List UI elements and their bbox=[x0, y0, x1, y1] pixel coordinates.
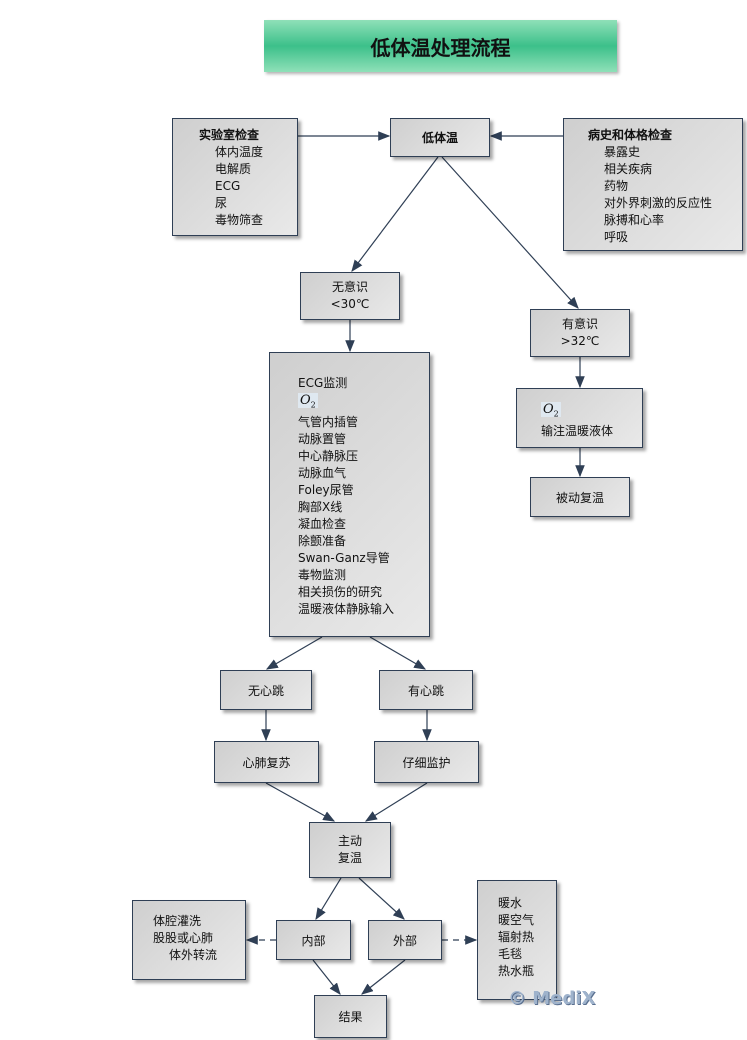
care-item: 中心静脉压 bbox=[298, 448, 359, 463]
no-heartbeat-box: 无心跳 bbox=[220, 670, 312, 710]
history-item: 相关疾病 bbox=[604, 162, 653, 176]
care-item: Foley尿管 bbox=[298, 482, 354, 497]
unconscious-temp: <30℃ bbox=[330, 297, 370, 311]
lab-item: ECG bbox=[215, 179, 241, 193]
lab-item: 电解质 bbox=[215, 162, 252, 176]
arrow-cpr-active bbox=[265, 782, 336, 822]
care-item: 相关损伤的研究 bbox=[298, 584, 383, 599]
oxygen-icon: O2 bbox=[298, 393, 318, 410]
page-title: 低体温处理流程 bbox=[264, 20, 617, 72]
arrow-monitor-active bbox=[364, 782, 428, 822]
care-item: 动脉置管 bbox=[298, 431, 347, 446]
conscious-label: 有意识 bbox=[561, 317, 598, 331]
history-item: 脉搏和心率 bbox=[604, 213, 665, 227]
internal-method: 体腔灌洗 bbox=[153, 914, 202, 928]
arrow-internal-result bbox=[312, 959, 341, 995]
arrow-hypo-unconscious bbox=[351, 156, 439, 272]
history-item: 对外界刺激的反应性 bbox=[604, 196, 713, 210]
passive-rewarming-box: 被动复温 bbox=[530, 477, 630, 517]
lab-heading: 实验室检查 bbox=[199, 128, 260, 142]
heartbeat-box: 有心跳 bbox=[379, 670, 473, 710]
care-item: 毒物监测 bbox=[298, 567, 347, 582]
arrow-external-result bbox=[361, 959, 406, 995]
history-item: 暴露史 bbox=[604, 145, 641, 159]
care-item: 气管内插管 bbox=[298, 414, 359, 429]
arrow-active-internal bbox=[315, 877, 342, 921]
care-item: 温暖液体静脉输入 bbox=[298, 601, 395, 616]
external-methods-box: 暖水 暖空气 辐射热 毛毯 热水瓶 bbox=[477, 880, 557, 1000]
internal-box: 内部 bbox=[276, 920, 351, 960]
internal-methods-box: 体腔灌洗 股股或心肺 体外转流 bbox=[132, 900, 246, 980]
lab-item: 体内温度 bbox=[215, 145, 264, 159]
history-heading: 病史和体格检查 bbox=[588, 128, 673, 142]
hypothermia-box: 低体温 bbox=[390, 118, 490, 157]
watermark-logo: © MediX bbox=[508, 988, 596, 1009]
arrow-active-external bbox=[358, 877, 405, 920]
cpr-box: 心肺复苏 bbox=[214, 741, 319, 783]
unconscious-box: 无意识 <30℃ bbox=[300, 272, 400, 320]
lab-item: 尿 bbox=[215, 196, 228, 210]
unconscious-label: 无意识 bbox=[331, 280, 368, 294]
arrow-hypo-conscious bbox=[441, 156, 579, 309]
external-method: 毛毯 bbox=[498, 947, 523, 961]
monitor-box: 仔细监护 bbox=[374, 741, 479, 783]
conscious-box: 有意识 >32℃ bbox=[530, 309, 630, 357]
active-rewarming-box: 主动 复温 bbox=[309, 822, 391, 878]
active-label-1: 主动 bbox=[337, 834, 362, 848]
care-item: 除颤准备 bbox=[298, 533, 347, 548]
oxygen-icon: O2 bbox=[541, 402, 561, 419]
history-item: 药物 bbox=[604, 179, 629, 193]
care-item: 动脉血气 bbox=[298, 465, 347, 480]
lab-tests-box: 实验室检查 体内温度 电解质 ECG 尿 毒物筛查 bbox=[172, 118, 298, 236]
history-item: 呼吸 bbox=[604, 230, 629, 244]
warm-fluids-label: 输注温暖液体 bbox=[541, 423, 614, 438]
external-method: 辐射热 bbox=[498, 930, 535, 944]
oxygen-fluids-box: O2 输注温暖液体 bbox=[516, 388, 643, 448]
external-method: 热水瓶 bbox=[498, 964, 535, 978]
history-exam-box: 病史和体格检查 暴露史 相关疾病 药物 对外界刺激的反应性 脉搏和心率 呼吸 bbox=[563, 118, 743, 251]
internal-method: 股股或心肺 bbox=[153, 931, 214, 945]
conscious-temp: >32℃ bbox=[560, 334, 600, 348]
active-label-2: 复温 bbox=[337, 851, 362, 865]
internal-method: 体外转流 bbox=[169, 948, 218, 962]
arrow-care-heart bbox=[369, 636, 427, 670]
care-item: Swan-Ganz导管 bbox=[298, 550, 390, 565]
external-method: 暖空气 bbox=[498, 913, 535, 927]
care-item: 胸部X线 bbox=[298, 499, 343, 514]
external-box: 外部 bbox=[368, 920, 442, 960]
care-item: ECG监测 bbox=[298, 376, 348, 390]
external-method: 暖水 bbox=[498, 896, 523, 910]
care-item: 凝血检查 bbox=[298, 516, 347, 531]
result-box: 结果 bbox=[314, 995, 387, 1038]
care-list-box: ECG监测 O2 气管内插管 动脉置管 中心静脉压 动脉血气 Foley尿管 胸… bbox=[269, 352, 430, 637]
lab-item: 毒物筛查 bbox=[215, 213, 264, 227]
arrow-care-noheart bbox=[265, 636, 323, 670]
